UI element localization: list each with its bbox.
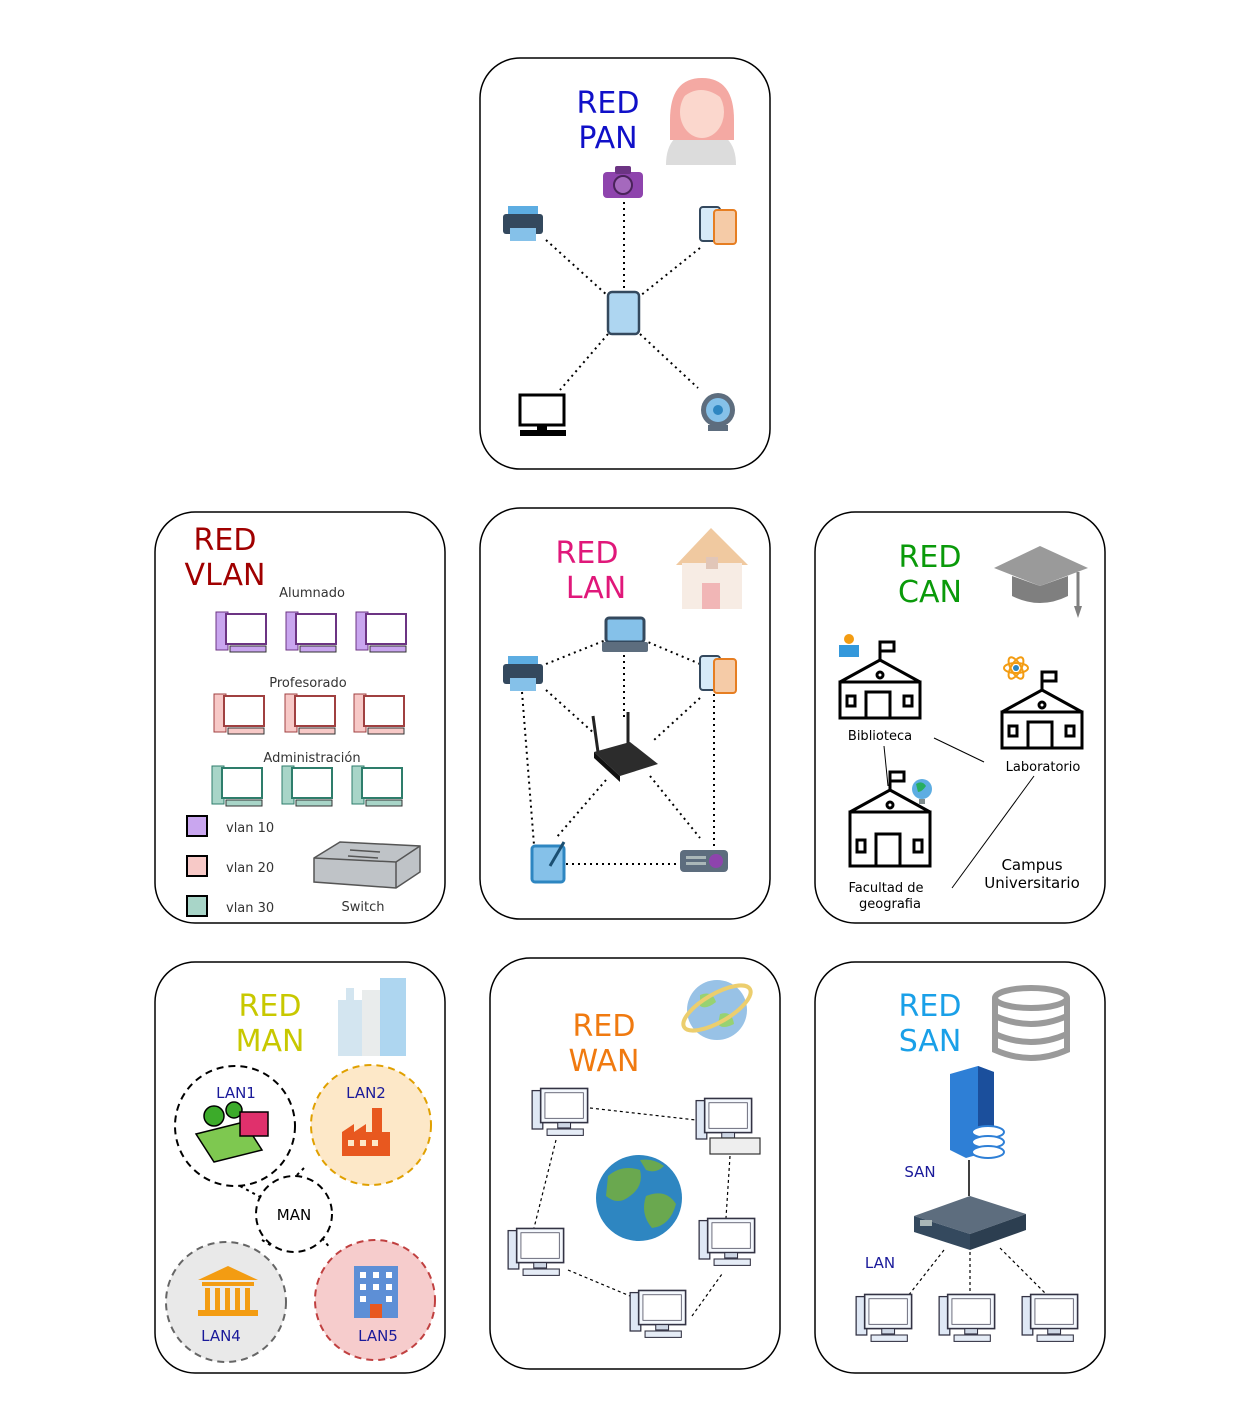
storage-server-icon <box>950 1066 1005 1159</box>
vlan10-computers <box>215 611 407 653</box>
san-label: SAN <box>904 1163 935 1181</box>
pan-card: RED PAN <box>479 57 771 470</box>
graduation-cap-icon <box>994 546 1088 618</box>
wan-title-line1: RED <box>573 1009 636 1044</box>
globe-icon <box>912 779 932 804</box>
monitor-icon <box>518 393 566 436</box>
vlan-group-administracion: Administración <box>263 751 360 766</box>
vlan-card: RED VLAN Alumnado Profesorado Administra… <box>154 511 446 924</box>
vlan20-computers <box>213 693 405 735</box>
government-building-icon <box>198 1266 258 1316</box>
man-card: RED MAN LAN1 LAN2 MAN LAN4 LAN5 <box>154 961 446 1374</box>
server-switch-icon <box>914 1196 1026 1250</box>
devices-icon <box>699 655 737 694</box>
vlan-group-profesorado: Profesorado <box>269 676 346 691</box>
lan4-label: LAN4 <box>201 1327 241 1345</box>
keyboard-icon <box>709 1137 761 1155</box>
biblioteca-label: Biblioteca <box>848 729 912 744</box>
projector-icon <box>680 850 728 872</box>
atom-icon <box>1003 656 1029 680</box>
wan-links <box>533 1107 731 1317</box>
printer-icon <box>503 656 543 691</box>
devices-icon <box>699 206 737 245</box>
router-icon <box>591 712 658 782</box>
man-links <box>239 1167 331 1249</box>
park-icon <box>194 1101 269 1163</box>
san-links <box>907 1247 1049 1297</box>
pan-title-line2: PAN <box>578 121 637 156</box>
laptop-icon <box>602 616 648 652</box>
lan-links <box>521 639 715 865</box>
internet-globe-icon <box>681 980 753 1040</box>
vlan30-computers <box>211 765 403 807</box>
vlan20-legend-swatch <box>186 855 208 877</box>
man-title-line1: RED <box>239 989 302 1024</box>
lan2-label: LAN2 <box>346 1084 386 1102</box>
can-title-line1: RED <box>899 540 962 575</box>
facultad-building-icon <box>848 770 932 868</box>
man-center-label: MAN <box>277 1206 311 1224</box>
earth-icon <box>596 1155 682 1241</box>
facultad-label-line2: geografia <box>859 897 921 912</box>
person-icon <box>666 78 736 165</box>
vlan30-legend-swatch <box>186 895 208 917</box>
lan-title-line1: RED <box>556 536 619 571</box>
can-links <box>883 737 1035 889</box>
san-title-line1: RED <box>899 989 962 1024</box>
pan-links <box>545 196 701 391</box>
campus-label-line1: Campus <box>1001 856 1062 874</box>
lan2-circle <box>310 1064 432 1186</box>
vlan20-legend-label: vlan 20 <box>226 861 274 876</box>
switch-icon <box>313 841 421 889</box>
vlan10-legend-label: vlan 10 <box>226 821 274 836</box>
vlan10-legend-swatch <box>186 815 208 837</box>
webcam-icon <box>701 393 735 431</box>
book-reader-icon <box>839 634 859 657</box>
lan-title-line2: LAN <box>566 571 626 606</box>
lan-label: LAN <box>865 1254 895 1272</box>
office-building-icon <box>354 1266 398 1318</box>
laboratorio-label: Laboratorio <box>1006 760 1081 775</box>
lan1-label: LAN1 <box>216 1084 256 1102</box>
switch-label: Switch <box>342 900 385 915</box>
city-icon <box>338 978 406 1056</box>
vlan-group-alumnado: Alumnado <box>279 586 345 601</box>
wan-title-line2: WAN <box>569 1044 640 1079</box>
can-card: RED CAN <box>814 511 1106 924</box>
vlan-title-line2: VLAN <box>185 558 266 593</box>
laboratorio-building-icon <box>1000 670 1084 750</box>
vlan30-legend-label: vlan 30 <box>226 901 274 916</box>
man-center-circle <box>255 1175 333 1253</box>
san-title-line2: SAN <box>899 1024 962 1059</box>
tablet-icon <box>606 290 641 336</box>
database-icon <box>992 985 1070 1061</box>
tablet-pen-icon <box>530 841 566 884</box>
vlan-title-line1: RED <box>194 523 257 558</box>
camera-icon <box>603 166 643 198</box>
man-title-line2: MAN <box>236 1024 305 1059</box>
biblioteca-building-icon <box>838 640 922 720</box>
san-card: RED SAN SAN LAN <box>814 961 1106 1374</box>
wan-card: RED WAN <box>489 957 781 1370</box>
pan-title-line1: RED <box>577 86 640 121</box>
campus-label-line2: Universitario <box>984 874 1080 892</box>
facultad-label-line1: Facultad de <box>849 881 924 896</box>
factory-icon <box>342 1108 390 1156</box>
can-title-line2: CAN <box>898 575 962 610</box>
printer-icon <box>503 206 543 241</box>
lan-card: RED LAN <box>479 507 771 920</box>
lan5-label: LAN5 <box>358 1327 398 1345</box>
house-icon <box>676 528 748 609</box>
